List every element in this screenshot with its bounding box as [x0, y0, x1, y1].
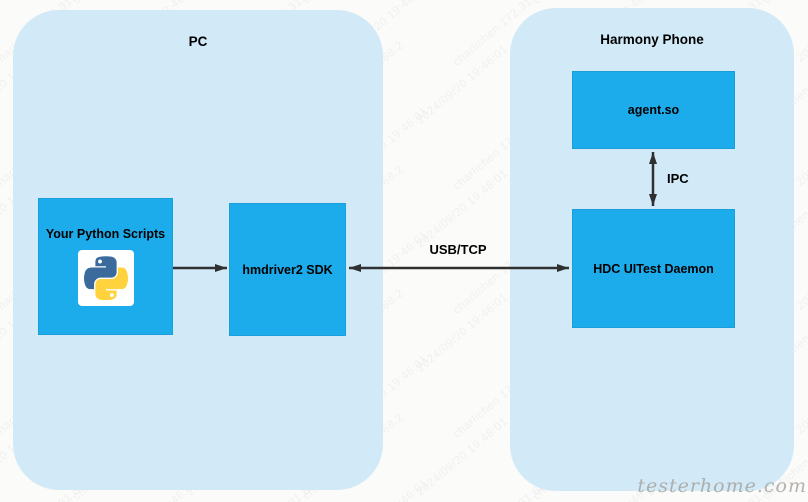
- agent-so-label: agent.so: [627, 103, 680, 117]
- watermark-tile: 2024/09/20 19:46:01: [414, 43, 511, 127]
- watermark-tile: 2024/09/20 19:46:01: [645, 0, 741, 3]
- pc-container: PC Your Python Scripts hmdriver2 SDK: [13, 10, 383, 490]
- watermark-tile: 2024/09/20 19:46:01: [794, 0, 808, 65]
- harmony-phone-container-title: Harmony Phone: [600, 32, 704, 47]
- ipc-edge-label: IPC: [667, 171, 689, 186]
- watermark-tile: charlichen 172.31.68.2: [301, 0, 406, 7]
- node-agent-so[interactable]: agent.so: [572, 71, 735, 149]
- watermark-tile: charlichen 172.31.68.2: [761, 0, 808, 7]
- watermark-tile: 2024/09/20 19:46:01: [0, 0, 50, 3]
- python-scripts-label: Your Python Scripts: [45, 227, 166, 241]
- testerhome-watermark: testerhome.com: [637, 475, 807, 497]
- watermark-tile: 2024/09/20 19:46:01: [794, 229, 808, 313]
- watermark-tile: charlichen 172.31.68.2: [71, 0, 176, 7]
- usb-tcp-edge-label: USB/TCP: [429, 242, 487, 257]
- node-python-scripts[interactable]: Your Python Scripts: [38, 198, 173, 335]
- hdc-uitest-daemon-label: HDC UITest Daemon: [593, 261, 714, 276]
- python-logo-icon: [77, 250, 134, 306]
- node-hmdriver2-sdk[interactable]: hmdriver2 SDK: [229, 203, 346, 336]
- watermark-tile: 2024/09/20 19:46:01: [415, 0, 511, 3]
- pc-container-title: PC: [188, 34, 208, 49]
- watermark-tile: 2024/09/20 19:46:01: [794, 105, 808, 189]
- watermark-tile: charlichen 172.31.68.2: [531, 0, 636, 7]
- harmony-phone-container: Harmony Phone agent.so HDC UITest Daemon: [510, 8, 794, 491]
- hmdriver2-sdk-label: hmdriver2 SDK: [242, 262, 333, 277]
- watermark-tile: 2024/09/20 19:46:01: [794, 353, 808, 437]
- watermark-tile: 2024/09/20 19:46:01: [414, 291, 511, 375]
- watermark-tile: 2024/09/20 19:46:01: [414, 415, 511, 499]
- node-hdc-uitest-daemon[interactable]: HDC UITest Daemon: [572, 209, 735, 328]
- watermark-tile: 2024/09/20 19:46:01: [185, 0, 281, 3]
- watermark-tile: 2024/09/20 19:46:01: [414, 167, 511, 251]
